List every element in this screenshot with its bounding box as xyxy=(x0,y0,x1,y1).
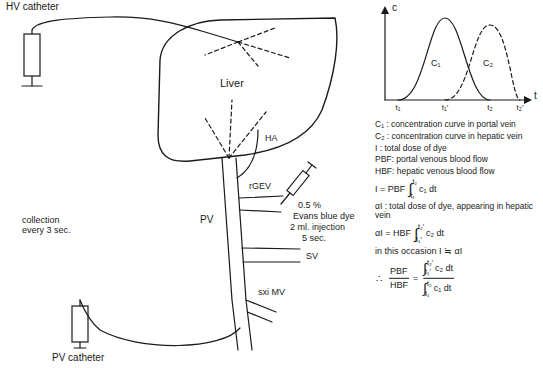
liver-outline-path xyxy=(158,18,337,161)
formula-text: C₂ : concentration curve in hepatic vein xyxy=(375,132,540,142)
syringe xyxy=(72,306,88,342)
formula-text: HBF: hepatic venous blood flow xyxy=(375,167,540,177)
formula-text: in this occasion I ≒ αI xyxy=(375,246,540,256)
liver-outline xyxy=(150,15,340,165)
syringe-handle xyxy=(308,162,316,168)
anatomy-label: collection every 3 sec. xyxy=(22,215,84,236)
anatomy-label: 5 sec. xyxy=(302,233,326,243)
tick-label: t₁ xyxy=(396,103,401,112)
mesenteric-vein-wall xyxy=(246,300,276,312)
formula-text: c₁ dt xyxy=(419,184,437,194)
tick-label: t₁′ xyxy=(442,103,448,112)
syringe-plunger xyxy=(306,165,312,173)
vein-branch xyxy=(238,28,275,42)
vein-branch xyxy=(238,42,290,58)
formula-text: c₂ dt xyxy=(435,263,453,273)
formula-text: C₁ : concentration curve in portal vein xyxy=(375,120,540,130)
tick-label: t₂′ xyxy=(517,103,524,112)
c2-curve xyxy=(445,25,520,100)
anatomy-label: HA xyxy=(265,133,278,143)
formula-text: HBF xyxy=(390,280,408,290)
portal-branch xyxy=(229,100,232,158)
syringe xyxy=(24,34,40,76)
anatomy-label: PV catheter xyxy=(52,352,104,364)
formula-text: t₁′ xyxy=(425,268,431,276)
syringe-plunger xyxy=(79,342,80,348)
curve-label: C₁ xyxy=(431,58,441,68)
portal-vein-wall xyxy=(222,158,238,350)
formula-text: t₁′ xyxy=(416,236,422,244)
formula-text: t₂ xyxy=(412,178,417,186)
syringe-tip xyxy=(79,300,80,306)
syringe xyxy=(287,171,309,196)
anatomy-label: sxi MV xyxy=(258,287,285,297)
vein-branch xyxy=(205,42,238,55)
rgev-wall xyxy=(240,210,281,212)
y-axis xyxy=(384,10,385,100)
formula-text: αI : total dose of dye, appearing in hep… xyxy=(375,202,540,222)
needle xyxy=(281,193,290,204)
c1-curve xyxy=(398,18,490,100)
organ-name: Liver xyxy=(220,77,244,90)
tick-label: t₂ xyxy=(487,103,492,112)
anatomy-label: Evans blue dye xyxy=(293,211,355,221)
formula-text: PBF: portal venous blood flow xyxy=(375,155,540,165)
fraction-bar xyxy=(389,278,409,279)
splenic-vein-wall xyxy=(242,248,300,249)
axis-arrow xyxy=(524,96,532,104)
portal-branches xyxy=(205,100,266,158)
anatomy-label: rGEV xyxy=(249,181,271,191)
rgev-wall xyxy=(239,196,283,198)
formula-text: I : total dose of dye xyxy=(375,144,540,154)
formula-text: = xyxy=(413,273,418,283)
formula-text: I = PBF xyxy=(375,184,405,194)
splenic-vein-wall xyxy=(243,261,300,262)
formula-text: αI = HBF xyxy=(375,228,411,238)
organ-outline: Liver xyxy=(150,15,340,165)
axis-label: t xyxy=(534,90,537,102)
formula-text: c₁ dt xyxy=(434,283,452,293)
formula-text: PBF xyxy=(390,266,408,276)
syringe-handle xyxy=(22,85,42,86)
formula-text: t₁ xyxy=(410,192,414,200)
anatomy-label: HV catheter xyxy=(6,1,59,13)
formula-text: t₂ xyxy=(427,280,432,288)
fraction-bar xyxy=(423,278,454,279)
formula-text: c₂ dt xyxy=(426,228,444,238)
formula-text: ∴ xyxy=(376,273,382,285)
formula-text: t₂′ xyxy=(418,223,424,231)
syringe-handle xyxy=(74,347,86,348)
portal-branch xyxy=(205,118,229,158)
vein-branch xyxy=(238,42,258,66)
formula-text: t₁ xyxy=(425,290,429,298)
anatomy-label: 2 ml. injection xyxy=(290,222,345,232)
anatomy-label: PV xyxy=(200,214,213,226)
portal-branch xyxy=(229,112,266,158)
hepatic-vein-branches xyxy=(205,28,290,66)
axis-label: c xyxy=(392,2,397,14)
anatomy-label: 0.5 % xyxy=(298,200,321,210)
syringe-plunger xyxy=(31,76,32,86)
x-axis xyxy=(385,99,528,100)
pv-catheter-tube xyxy=(80,300,240,346)
fraction-bars xyxy=(389,278,454,279)
formula-text: t₂′ xyxy=(427,259,433,267)
mesenteric-vein-wall xyxy=(247,312,272,322)
curve-label: C₂ xyxy=(483,58,493,68)
axis-arrow xyxy=(381,6,389,14)
anatomy-label: SV xyxy=(306,251,318,261)
